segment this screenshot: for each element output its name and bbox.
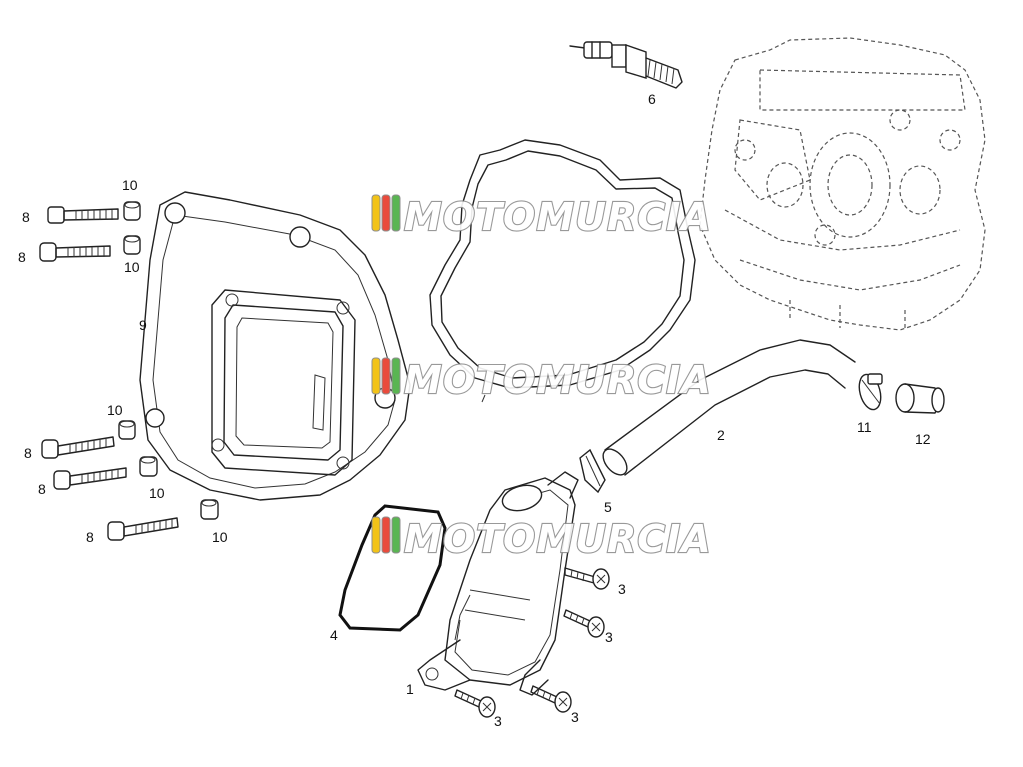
callout-12: 12: [915, 431, 931, 447]
hose-fitting: [895, 383, 945, 414]
hose-clamp: [858, 373, 883, 411]
callout-3a: 3: [618, 581, 626, 597]
callout-8c: 8: [24, 445, 32, 461]
breather-housing: [417, 471, 579, 696]
callout-10b: 10: [124, 259, 140, 275]
watermark-middle: MOTOMURCIA: [371, 357, 712, 403]
watermark-text: MOTOMURCIA: [404, 517, 712, 561]
o-ring: [338, 504, 447, 632]
callout-9: 9: [139, 317, 147, 333]
valve-cover-gasket: [429, 139, 696, 389]
callout-3b: 3: [605, 629, 613, 645]
leader-lines: [481, 394, 486, 403]
washer-10-d: [139, 456, 158, 477]
callout-4: 4: [330, 627, 338, 643]
bolt-8-d: [53, 467, 127, 490]
washer-10-e: [200, 499, 219, 520]
washer-10-c: [118, 420, 136, 440]
watermark-top: MOTOMURCIA: [371, 194, 712, 240]
callout-8b: 8: [18, 249, 26, 265]
callout-2: 2: [717, 427, 725, 443]
watermark-logo-stripes: [371, 516, 401, 554]
bolt-8-c: [41, 436, 115, 459]
spark-plug: [569, 41, 683, 89]
watermark-text: MOTOMURCIA: [404, 358, 712, 402]
callout-6: 6: [648, 91, 656, 107]
callout-3d: 3: [571, 709, 579, 725]
watermark-logo-stripes: [371, 194, 401, 232]
callout-8e: 8: [86, 529, 94, 545]
screw-3-c: [454, 689, 496, 718]
watermark-bottom: MOTOMURCIA: [371, 516, 712, 562]
valve-cover: [139, 191, 411, 501]
cylinder-head-outline: [699, 37, 986, 331]
watermark-text: MOTOMURCIA: [404, 195, 712, 239]
callout-3c: 3: [494, 713, 502, 729]
callout-10d: 10: [149, 485, 165, 501]
hose-clip: [579, 448, 606, 494]
callout-10e: 10: [212, 529, 228, 545]
screw-3-b: [563, 609, 605, 638]
callout-8d: 8: [38, 481, 46, 497]
callouts: 1 2 3 3 3 3 4 5 6 8 8 8 8 8 9 10 10 10 1…: [18, 91, 931, 729]
watermark-logo-stripes: [371, 357, 401, 395]
washer-10-b: [123, 235, 141, 255]
washer-10-a: [123, 201, 141, 221]
bolt-8-b: [39, 242, 111, 262]
callout-1: 1: [406, 681, 414, 697]
callout-5: 5: [604, 499, 612, 515]
screw-3-d: [530, 685, 572, 713]
screw-3-a: [564, 567, 610, 590]
callout-10a: 10: [122, 177, 138, 193]
bolt-8-a: [47, 206, 119, 224]
bolt-8-e: [107, 517, 179, 541]
breather-hose: [602, 339, 856, 476]
callout-8a: 8: [22, 209, 30, 225]
callout-11: 11: [857, 419, 872, 435]
callout-10c: 10: [107, 402, 123, 418]
